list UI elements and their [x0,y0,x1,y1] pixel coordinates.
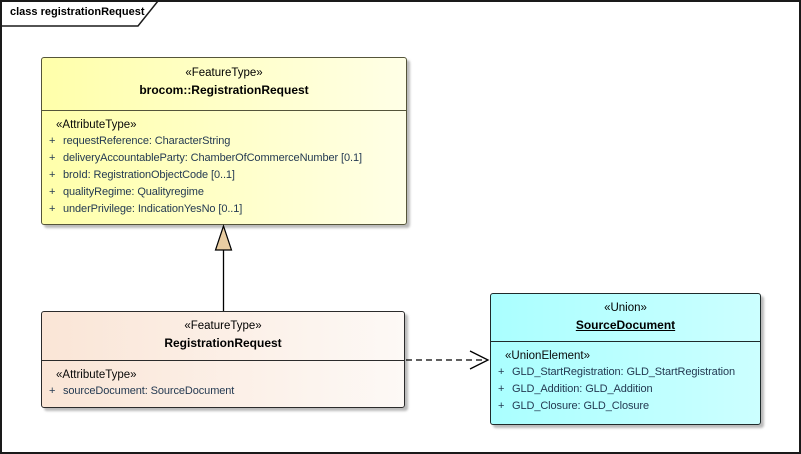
attribute-text: GLD_StartRegistration: GLD_StartRegistra… [512,366,736,378]
class-name: SourceDocument [575,318,676,332]
visibility-marker: + [498,366,505,378]
dependency-arrowhead-icon [469,350,490,370]
class-header: «FeatureType» RegistrationRequest [42,312,404,361]
attribute-text: deliveryAccountableParty: ChamberOfComme… [63,152,362,164]
attribute-row[interactable]: + GLD_Closure: GLD_Closure [491,398,760,415]
attribute-row[interactable]: + requestReference: CharacterString [42,133,406,150]
attribute-text: GLD_Closure: GLD_Closure [512,400,649,412]
attribute-text: sourceDocument: SourceDocument [63,385,235,397]
class-stereotype: «FeatureType» [185,67,263,79]
visibility-marker: + [49,385,56,397]
attribute-row[interactable]: + sourceDocument: SourceDocument [42,383,404,400]
attribute-text: underPrivilege: IndicationYesNo [0..1] [63,203,243,215]
attribute-row[interactable]: + deliveryAccountableParty: ChamberOfCom… [42,150,406,167]
attribute-section-label: «AttributeType» [56,119,137,131]
attribute-section-label: «AttributeType» [56,369,137,381]
attribute-text: qualityRegime: Qualityregime [63,186,204,198]
class-header: «Union» SourceDocument [491,294,760,342]
attribute-row[interactable]: + GLD_Addition: GLD_Addition [491,381,760,398]
attribute-row[interactable]: + GLD_StartRegistration: GLD_StartRegist… [491,364,760,381]
dependency-connector[interactable] [406,350,490,370]
class-box-registrationrequest[interactable]: «FeatureType» RegistrationRequest «Attri… [41,311,405,408]
attributes-compartment: «AttributeType» + sourceDocument: Source… [42,361,404,400]
class-stereotype: «FeatureType» [184,320,262,332]
visibility-marker: + [49,203,56,215]
visibility-marker: + [498,383,505,395]
visibility-marker: + [49,186,56,198]
class-box-brocom-registrationrequest[interactable]: «FeatureType» brocom::RegistrationReques… [41,57,407,225]
attribute-row[interactable]: + broId: RegistrationObjectCode [0..1] [42,167,406,184]
class-stereotype: «Union» [604,302,647,314]
visibility-marker: + [49,135,56,147]
attribute-row[interactable]: + underPrivilege: IndicationYesNo [0..1] [42,201,406,218]
visibility-marker: + [498,400,505,412]
generalization-connector[interactable] [214,224,233,311]
visibility-marker: + [49,169,56,181]
generalization-arrowhead-icon [214,224,233,251]
attribute-text: broId: RegistrationObjectCode [0..1] [63,169,235,181]
visibility-marker: + [49,152,56,164]
attributes-compartment: «AttributeType» + requestReference: Char… [42,111,406,218]
attribute-text: GLD_Addition: GLD_Addition [512,383,653,395]
class-name: brocom::RegistrationRequest [139,83,309,97]
class-name: RegistrationRequest [164,336,282,350]
attribute-text: requestReference: CharacterString [63,135,231,147]
diagram-title: class registrationRequest [10,6,145,18]
attribute-row[interactable]: + qualityRegime: Qualityregime [42,184,406,201]
attribute-section-label: «UnionElement» [505,350,591,362]
class-header: «FeatureType» brocom::RegistrationReques… [42,58,406,111]
class-box-sourcedocument[interactable]: «Union» SourceDocument «UnionElement» + … [490,293,761,425]
attributes-compartment: «UnionElement» + GLD_StartRegistration: … [491,342,760,415]
